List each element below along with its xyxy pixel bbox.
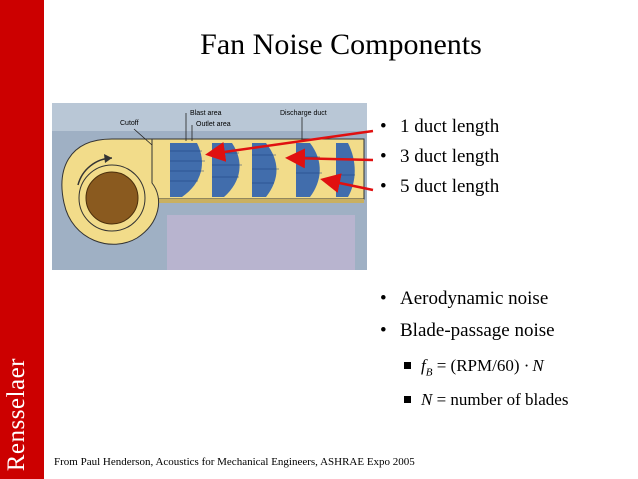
arrow-1-duct <box>205 129 374 162</box>
arrow-5-duct <box>320 173 374 193</box>
fan-duct-figure: Cutoff Blast area Outlet area Discharge … <box>52 103 367 270</box>
duct-bottom-wall <box>152 199 364 203</box>
source-caption: From Paul Henderson, Acoustics for Mecha… <box>54 456 415 468</box>
bullet-item-5-duct: •5 duct length <box>380 176 500 197</box>
cutoff-leader <box>133 128 153 146</box>
sub-bullet-fb-formula: fB = (RPM/60) ·N <box>404 356 544 378</box>
outlet-area-label: Outlet area <box>196 121 231 128</box>
sub-bullet-n-definition: N = number of blades <box>404 390 568 410</box>
fan-wheel <box>85 171 139 225</box>
rotation-arrowhead <box>104 154 112 163</box>
profile-3 <box>252 143 277 197</box>
bullet-item-3-duct: •3 duct length <box>380 146 500 167</box>
bullet-item-blade-passage: •Blade-passage noise <box>380 320 555 341</box>
figure-top-band <box>52 103 367 131</box>
profile-1 <box>170 143 202 197</box>
cutoff-label: Cutoff <box>120 120 139 127</box>
slide-title: Fan Noise Components <box>200 28 482 61</box>
side-bar: Rensselaer <box>0 0 44 479</box>
discharge-duct-label: Discharge duct <box>280 110 327 117</box>
blast-area-label: Blast area <box>190 110 222 117</box>
square-bullet-icon <box>404 361 411 369</box>
arrow-3-duct <box>285 148 374 169</box>
figure-lower-block <box>167 215 355 270</box>
bullet-item-aerodynamic: •Aerodynamic noise <box>380 288 549 309</box>
bullet-item-1-duct: •1 duct length <box>380 116 500 137</box>
square-bullet-icon <box>404 395 411 403</box>
